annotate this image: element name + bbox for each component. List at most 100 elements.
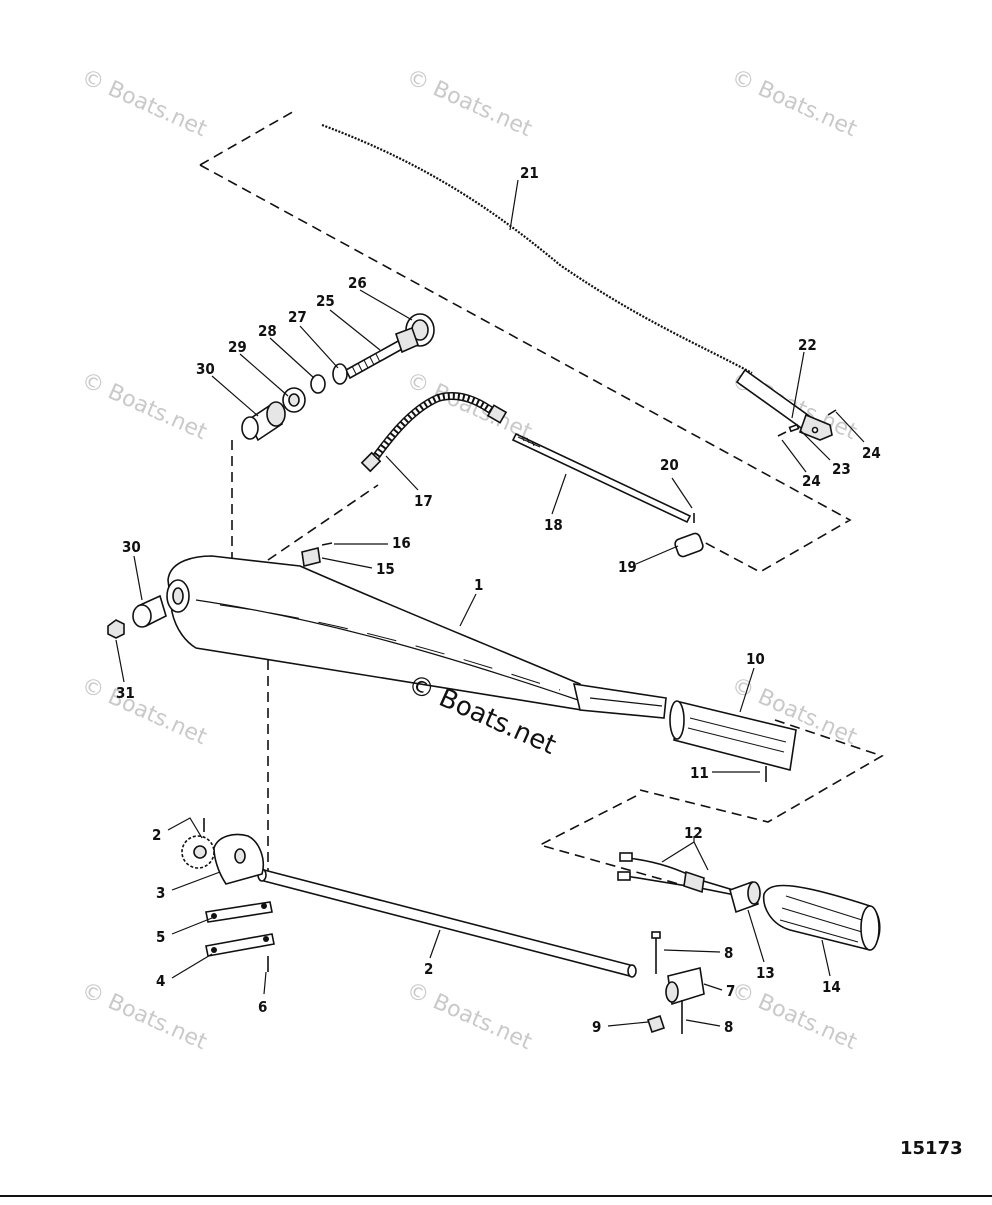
control-rod xyxy=(511,432,692,524)
pivot-lower xyxy=(107,594,167,639)
leader-5 xyxy=(171,917,213,935)
leader-23 xyxy=(799,429,831,461)
callout-7: 7 xyxy=(726,982,735,1000)
bolt-thread xyxy=(351,353,381,375)
leader-21 xyxy=(509,179,519,231)
part-28-washer xyxy=(310,374,326,394)
callout-3: 3 xyxy=(156,884,165,902)
tiller-body xyxy=(167,555,583,711)
clevis-pin-hole xyxy=(811,426,819,434)
leader-12 xyxy=(661,841,709,871)
plate-hole xyxy=(211,947,217,953)
leader-6 xyxy=(263,971,267,995)
conduit-end-fitting xyxy=(360,451,382,473)
part-5-plate xyxy=(205,901,273,923)
callout-10: 10 xyxy=(746,650,765,668)
callout-16: 16 xyxy=(392,534,411,552)
callout-8-top: 8 xyxy=(724,944,733,962)
part-30-bushing-top xyxy=(241,401,286,442)
callout-30-top: 30 xyxy=(196,360,215,378)
callout-22: 22 xyxy=(798,336,817,354)
tiller-highlight xyxy=(219,604,561,691)
callout-11: 11 xyxy=(690,764,709,782)
leader-10 xyxy=(739,667,755,713)
grip-ridges xyxy=(779,895,863,943)
part-9-wing-nut xyxy=(646,1014,666,1034)
watermark: © Boats.net xyxy=(403,65,536,143)
callout-24-a: 24 xyxy=(862,444,881,462)
callout-29: 29 xyxy=(228,338,247,356)
callout-23: 23 xyxy=(832,460,851,478)
leader-30b xyxy=(133,555,143,601)
leader-18 xyxy=(551,473,567,515)
tiller-arm xyxy=(166,555,667,719)
pivot-hardware xyxy=(241,313,435,442)
leader-25 xyxy=(329,309,381,351)
leader-3 xyxy=(171,871,221,891)
leader-26 xyxy=(359,289,413,321)
callout-12: 12 xyxy=(684,824,703,842)
wire xyxy=(625,875,741,897)
leader-19 xyxy=(635,545,679,565)
conduit-outer xyxy=(368,391,499,465)
shaft-end xyxy=(627,964,637,978)
leader-7 xyxy=(703,983,723,991)
clevis-hardware xyxy=(777,409,837,437)
leader-13 xyxy=(747,909,765,963)
rod-body xyxy=(511,432,692,524)
part-30-bushing-face xyxy=(132,604,152,628)
callout-26: 26 xyxy=(348,274,367,292)
leader-28 xyxy=(269,337,315,379)
callout-2-gear: 2 xyxy=(152,826,161,844)
callout-14: 14 xyxy=(822,978,841,996)
leader-4 xyxy=(171,953,213,979)
conduit-inner xyxy=(369,393,498,464)
callout-1: 1 xyxy=(474,576,483,594)
leader-14 xyxy=(821,939,831,977)
cable-sleeve xyxy=(735,368,833,441)
callout-18: 18 xyxy=(544,516,563,534)
leader-17 xyxy=(385,455,419,491)
friction-plates xyxy=(205,901,275,972)
leader-20 xyxy=(671,477,693,509)
part-27-washer xyxy=(332,363,348,385)
callout-4: 4 xyxy=(156,972,165,990)
stop-switch-wires xyxy=(617,852,741,897)
part-16-screw xyxy=(321,542,333,546)
leader-30a xyxy=(211,375,259,417)
callout-24-b: 24 xyxy=(802,472,821,490)
boundary-line xyxy=(639,719,884,823)
callout-5: 5 xyxy=(156,928,165,946)
part-29-spacer xyxy=(282,387,306,413)
wire-terminal xyxy=(619,852,633,862)
callout-27: 27 xyxy=(288,308,307,326)
bolt-head xyxy=(394,326,420,354)
switch-face xyxy=(747,881,761,905)
leader-22 xyxy=(791,351,805,419)
callout-labels: 21 22 23 24 24 26 25 27 28 29 30 17 18 2… xyxy=(116,164,881,1036)
tiller-extension-line xyxy=(589,697,663,707)
leader-29 xyxy=(239,353,289,397)
clamp-bore xyxy=(665,981,679,1003)
shaft-clamp xyxy=(646,931,705,1034)
boundary-line xyxy=(199,109,297,166)
tiller-clip xyxy=(301,542,333,567)
part-15-clip xyxy=(301,547,321,567)
plate-hole xyxy=(211,913,217,919)
shaft xyxy=(257,868,637,978)
boundary-line xyxy=(199,164,852,573)
leader-31 xyxy=(115,639,125,683)
leader-15 xyxy=(321,557,373,569)
leader-24a xyxy=(835,411,865,443)
leader-1 xyxy=(459,593,477,627)
part-31-nut xyxy=(107,619,125,639)
watermark: © Boats.net xyxy=(78,65,211,143)
callout-9: 9 xyxy=(592,1018,601,1036)
stop-switch xyxy=(729,880,761,914)
flexible-conduit xyxy=(360,391,508,473)
callout-31: 31 xyxy=(116,684,135,702)
rod-coupler xyxy=(674,513,704,558)
bushing-flange xyxy=(241,416,259,440)
